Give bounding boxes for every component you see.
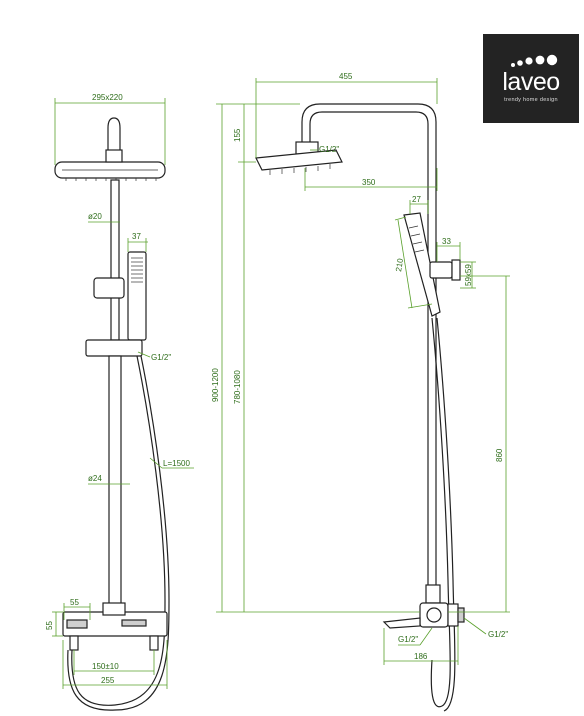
dim-arm-diameter: ø20 <box>88 212 102 221</box>
side-hand-shower <box>403 212 441 317</box>
front-view <box>54 117 170 711</box>
dim-mixer-thread-right: G1/2" <box>488 630 508 639</box>
dim-mixer-thread-left: G1/2" <box>398 635 418 644</box>
dim-handshower-length: 210 <box>394 257 405 272</box>
dim-mixer-width: 255 <box>101 676 115 685</box>
front-dimensions: 295x220 ø20 37 G1/2" ø24 L=1500 55 55 <box>45 93 194 689</box>
dim-rail-height: 780-1080 <box>233 370 242 404</box>
dim-arm-width: 455 <box>339 72 353 81</box>
dim-spacing: 150±10 <box>92 662 119 671</box>
dim-outlet-offset: 55 <box>70 598 79 607</box>
dim-holder-height: 860 <box>495 448 504 462</box>
dim-holder-size: 59x59 <box>464 264 473 286</box>
dim-head-reach: 350 <box>362 178 376 187</box>
side-dimensions: 455 155 900-1200 780-1080 G1/2" 350 27 3… <box>211 72 510 665</box>
dim-head-size: 295x220 <box>92 93 123 102</box>
front-shelf <box>85 339 143 357</box>
dim-spout-reach: 186 <box>414 652 428 661</box>
logo-dots-icon <box>511 54 558 67</box>
brand-tagline: trendy home design <box>504 97 558 103</box>
dim-mixer-height: 55 <box>45 621 54 630</box>
brand-name: laveo <box>502 68 560 96</box>
dim-rail-diameter: ø24 <box>88 474 102 483</box>
dim-handshower-width: 37 <box>132 232 141 241</box>
brand-logo: laveo trendy home design <box>483 34 579 123</box>
dim-hose-length: L=1500 <box>163 459 190 468</box>
dim-handshower-top: 27 <box>412 195 421 204</box>
dim-head-thread: G1/2" <box>319 145 339 154</box>
side-view <box>255 103 465 712</box>
side-shower-head <box>255 149 343 171</box>
dim-handshower-depth: 33 <box>442 237 451 246</box>
dim-total-height: 900-1200 <box>211 368 220 402</box>
front-hand-shower <box>127 251 147 341</box>
dim-front-connection: G1/2" <box>151 353 171 362</box>
dim-head-offset: 155 <box>233 128 242 142</box>
